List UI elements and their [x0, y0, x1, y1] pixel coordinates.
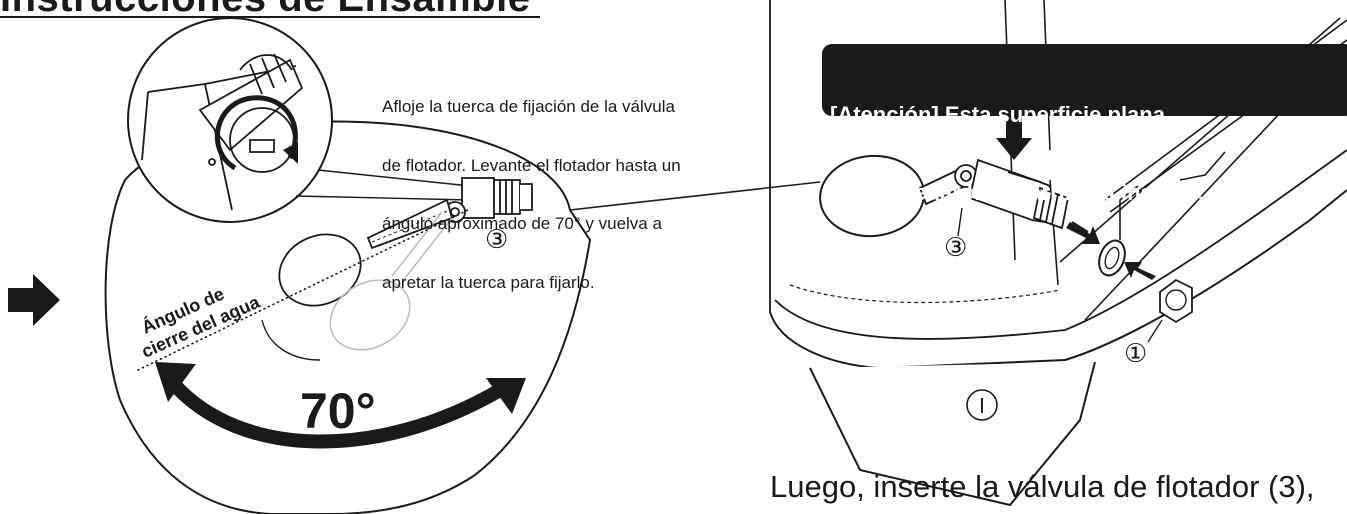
float-raised — [278, 233, 362, 307]
part-marker-valve-left: ③ — [485, 225, 508, 255]
callout-line: debe quedar hacia arriba al instalar. — [830, 180, 1205, 205]
part-marker-valve-right: ③ — [944, 233, 967, 263]
double-arrow-icon — [166, 377, 504, 449]
instruction-line: apretar la tuerca para fijarlo. — [382, 272, 595, 292]
instruction-line: ángulo aproximado de 70° y vuelva a — [382, 214, 662, 233]
part-marker-tank: Ⅰ — [979, 394, 985, 418]
float-lowered — [329, 211, 453, 351]
attention-callout-text: [Atención] Esta superficie plana debe qu… — [830, 50, 1204, 258]
part-marker-nut: ① — [1124, 339, 1147, 369]
angle-value: 70° — [300, 383, 376, 439]
right-arrow-icon — [8, 274, 60, 326]
instruction-text: Afloje la tuerca de fijación de la válvu… — [382, 58, 681, 331]
attention-callout — [822, 44, 1347, 116]
left-detail-view: Ángulo de cierre del agua 70° ③ — [104, 17, 821, 514]
instruction-line: Afloje la tuerca de fijación de la válvu… — [382, 97, 675, 116]
bottom-caption: Luego, inserte la válvula de flotador (3… — [770, 469, 1315, 504]
instruction-line: de flotador. Levante el flotador hasta u… — [382, 155, 681, 175]
rotation-arrow-icon — [214, 95, 298, 171]
callout-line: [Atención] Esta superficie plana — [830, 102, 1165, 127]
page-title: Instrucciones de Ensamble — [0, 0, 530, 21]
